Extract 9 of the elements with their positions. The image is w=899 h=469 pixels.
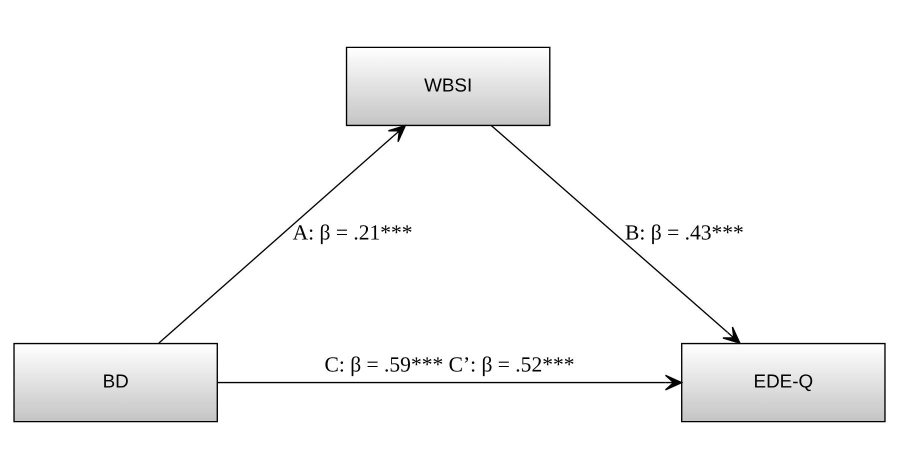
edge-label: C: β = .59*** C’: β = .52*** bbox=[324, 352, 574, 377]
edge-label: B: β = .43*** bbox=[625, 220, 744, 245]
arrow bbox=[158, 124, 406, 344]
node-box: BD bbox=[13, 342, 218, 422]
arrow bbox=[217, 374, 682, 391]
edge-label: A: β = .21*** bbox=[292, 220, 413, 245]
node-box: WBSI bbox=[346, 46, 550, 126]
node-box: EDE-Q bbox=[681, 342, 886, 422]
arrow bbox=[490, 125, 741, 344]
